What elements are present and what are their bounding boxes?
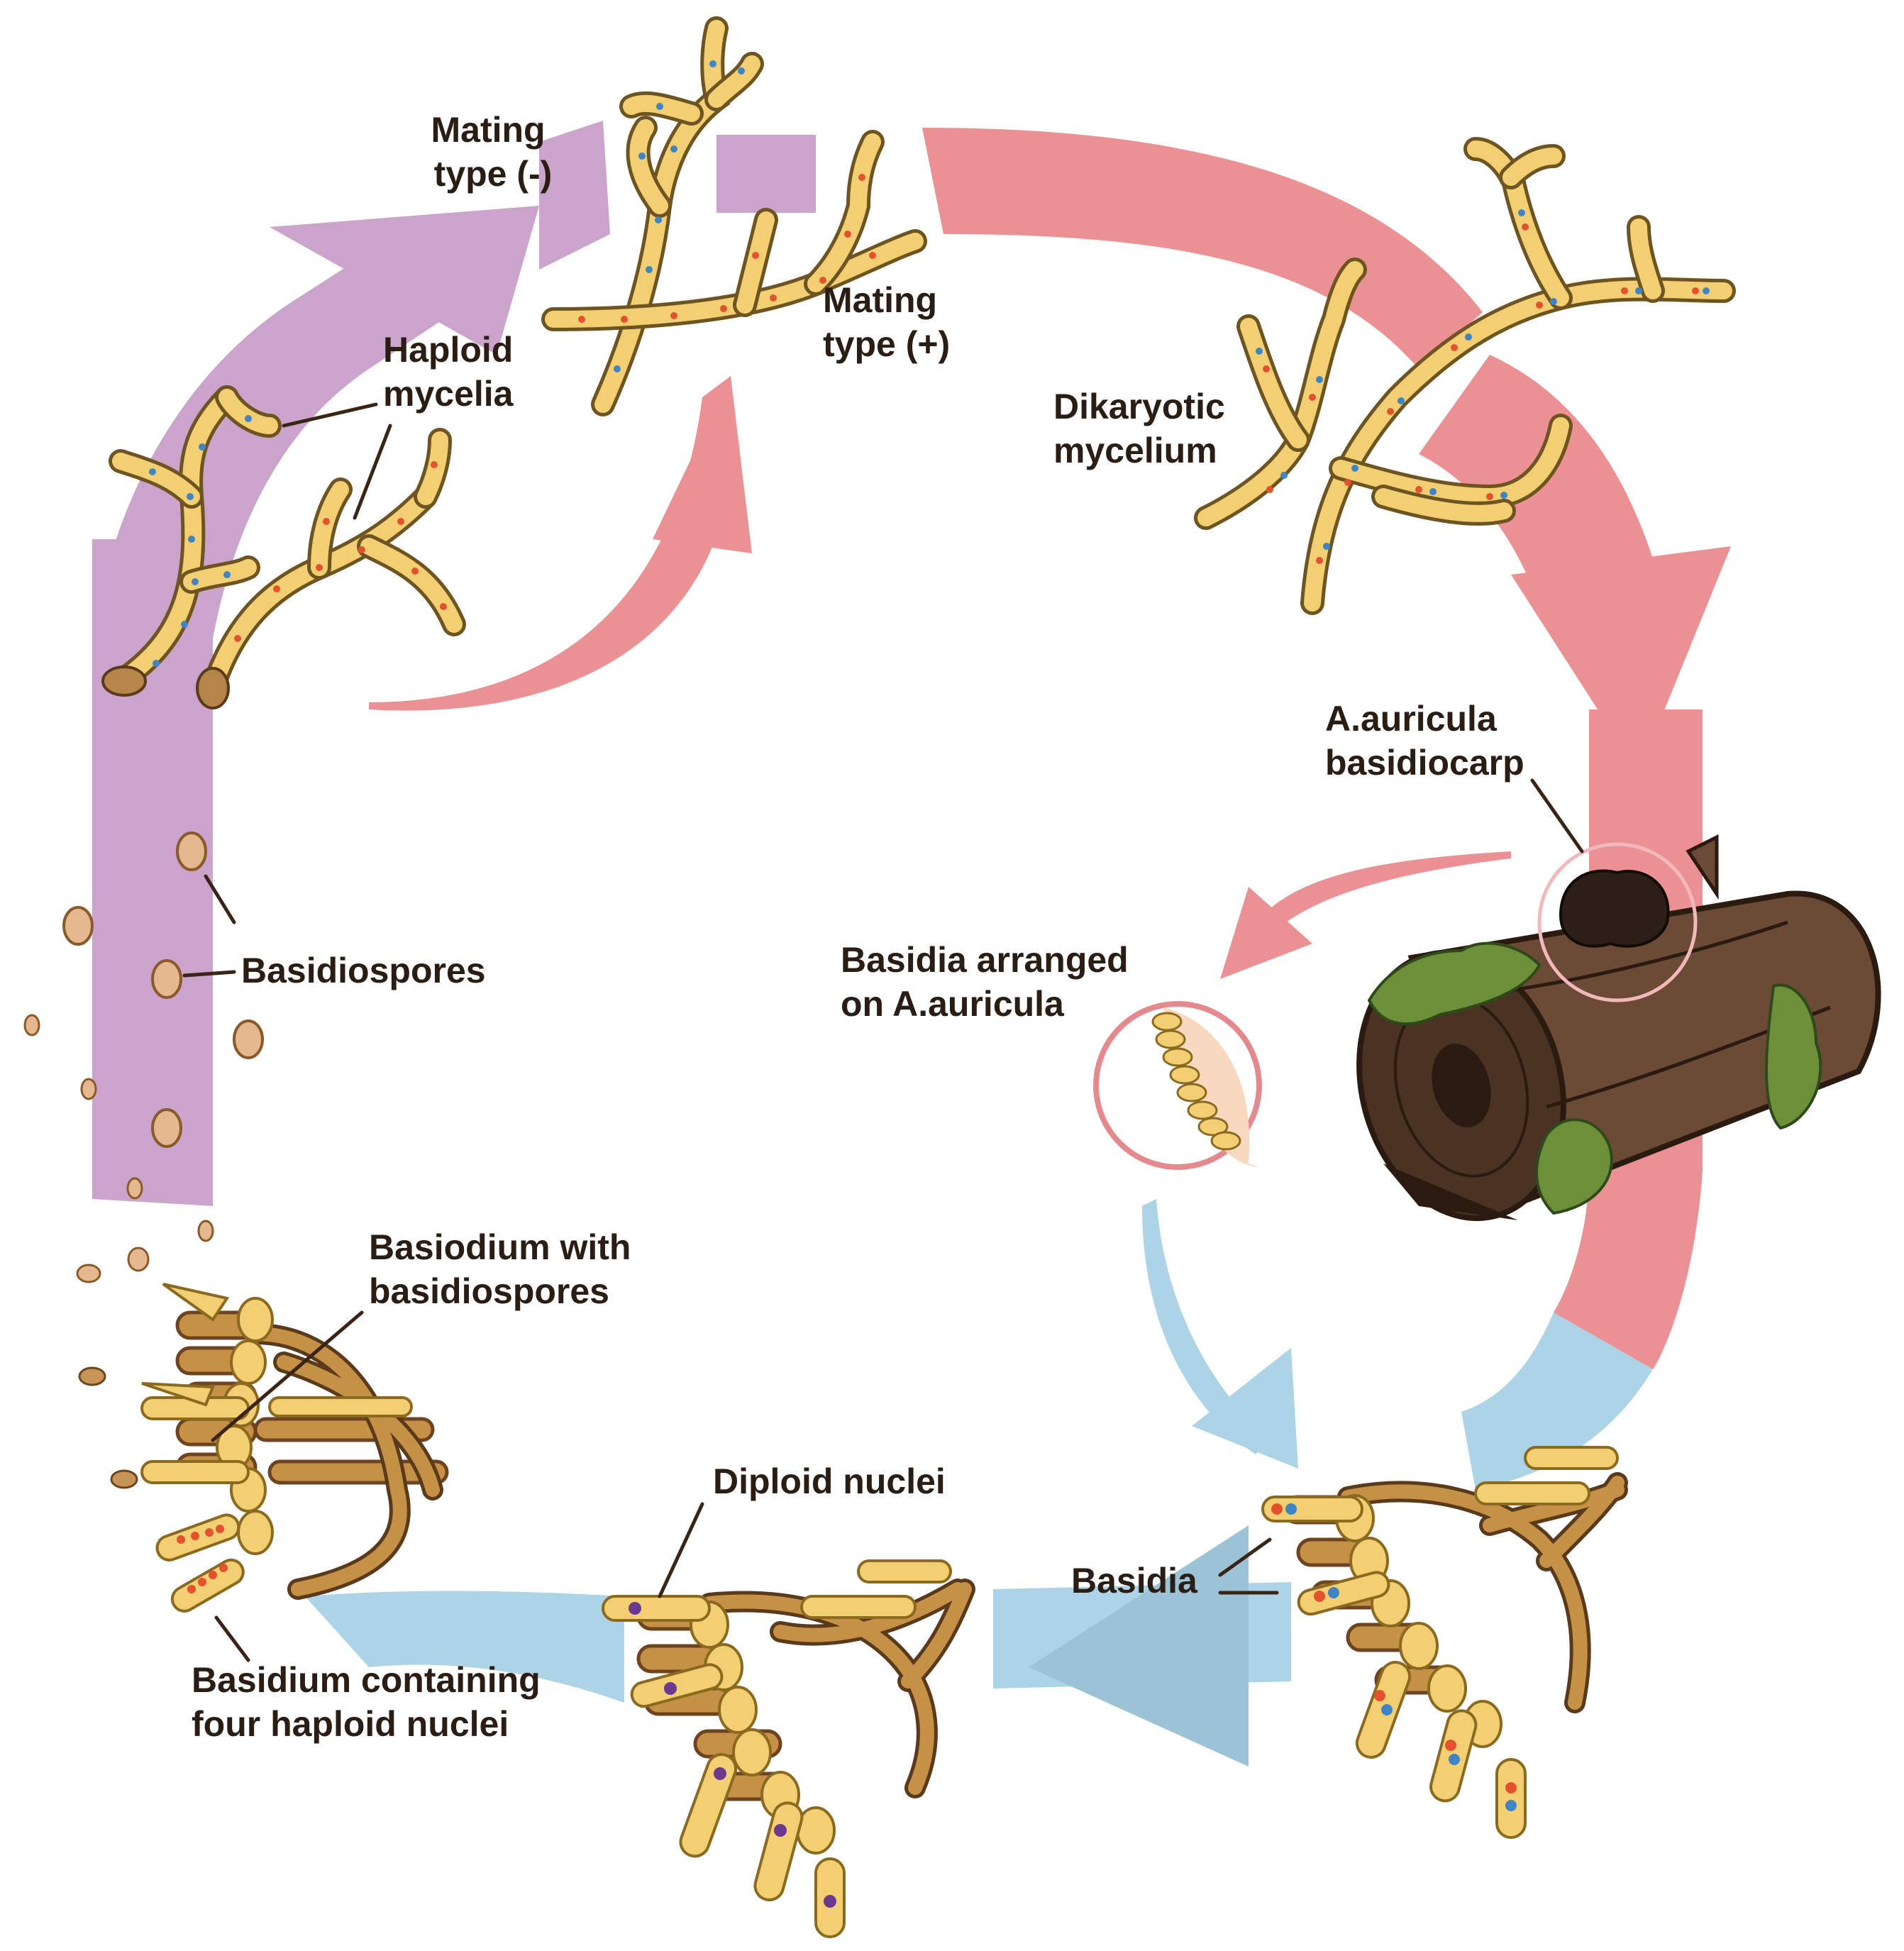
label-basidiocarp: A.auricula basidiocarp xyxy=(1325,699,1524,783)
haploid-blue-nuclei xyxy=(149,415,252,667)
label-basidia: Basidia xyxy=(1071,1561,1198,1601)
basidiocarp-highlight-circle xyxy=(1537,842,1698,1002)
haploid-red-nuclei xyxy=(234,461,447,642)
dikaryotic-nuclei xyxy=(1256,209,1710,564)
haploid-spore-base-2 xyxy=(196,667,230,709)
basidium-cluster-left xyxy=(140,1283,449,1613)
log-with-basidiocarp xyxy=(1356,834,1881,1222)
mating-mycelium-minus xyxy=(591,16,764,416)
basidium-cluster-right xyxy=(1261,1446,1628,1839)
label-basiodium-with-spores: Basiodium with basidiospores xyxy=(369,1227,641,1311)
blue-cycle-arrow xyxy=(305,1199,1653,1767)
label-mating-minus: Mating type (-) xyxy=(431,110,555,194)
basidiocarp xyxy=(1559,869,1670,948)
label-dikaryotic-mycelium: Dikaryotic mycelium xyxy=(1053,387,1235,470)
leader-lines xyxy=(182,402,1584,1662)
label-basidiospores: Basidiospores xyxy=(241,951,486,990)
label-mating-plus: Mating type (+) xyxy=(823,280,950,364)
basidia-arranged-zoom xyxy=(1093,1001,1262,1170)
haploid-spore-base xyxy=(101,665,147,697)
basidium-cluster-diploid xyxy=(602,1559,975,1938)
label-diploid-nuclei: Diploid nuclei xyxy=(713,1461,946,1501)
basidiospores-scatter xyxy=(23,831,264,1489)
labels: Mating type (-) Mating type (+) Haploid … xyxy=(192,110,1524,1744)
label-basidium-four-nuclei: Basidium containing four haploid nuclei xyxy=(192,1660,550,1744)
purple-cycle-arrow xyxy=(92,121,816,1206)
mating-plus-nuclei xyxy=(578,174,876,323)
label-haploid-mycelia: Haploid mycelia xyxy=(383,330,523,414)
label-basidia-arranged: Basidia arranged on A.auricula xyxy=(841,940,1139,1024)
